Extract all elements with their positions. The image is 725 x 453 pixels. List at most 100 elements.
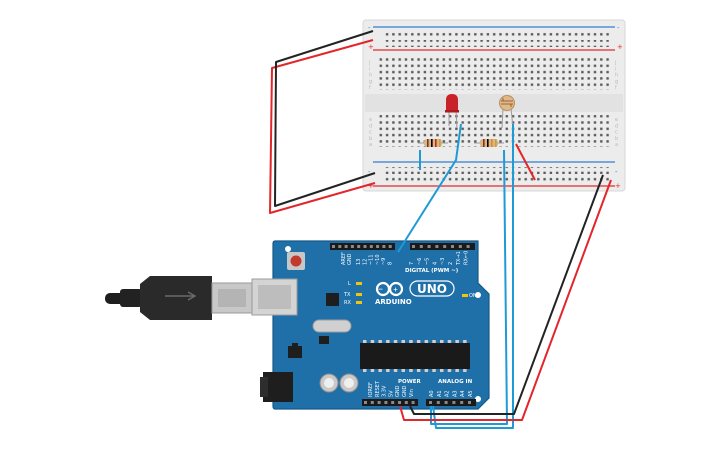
row-letter-i: i — [369, 66, 370, 72]
header-hole[interactable] — [370, 401, 374, 404]
black-wire-rail-left[interactable] — [274, 30, 376, 207]
ic-pin — [447, 369, 452, 372]
ic-pin — [432, 340, 436, 343]
header-hole[interactable] — [376, 245, 380, 248]
header-hole[interactable] — [452, 401, 456, 404]
header-hole[interactable] — [382, 245, 386, 248]
header-hole[interactable] — [429, 401, 432, 404]
power-header — [362, 399, 418, 406]
digital-pin-label: ~10 — [375, 254, 381, 265]
resistor-2-band-4 — [495, 139, 497, 147]
usb-plug-metal-inner — [218, 289, 246, 307]
resistor-2-band-2 — [487, 139, 489, 147]
row-letter-e: e — [615, 117, 618, 123]
ic-pin — [393, 369, 398, 372]
ic-pin — [370, 340, 375, 343]
top-rail-holes-1 — [383, 30, 609, 37]
row-letter-h: h — [615, 73, 618, 79]
photoresistor-leg-1 — [501, 107, 504, 129]
led-body — [446, 94, 458, 112]
digital-pin-label: 2 — [448, 262, 454, 265]
header-hole[interactable] — [357, 245, 361, 248]
analog-pin-label: A1 — [437, 390, 443, 397]
header-hole[interactable] — [444, 401, 448, 404]
digital-pin-label: ~11 — [369, 254, 375, 265]
voltage-regulator — [288, 346, 302, 358]
rx-label: RX — [344, 300, 351, 306]
l-label: L — [348, 281, 351, 287]
header-hole[interactable] — [338, 245, 342, 248]
header-hole[interactable] — [363, 245, 367, 248]
header-hole[interactable] — [404, 401, 408, 404]
analog-pin-label: A3 — [452, 390, 458, 397]
atmega-pins — [363, 340, 467, 372]
ic-pin — [363, 340, 367, 343]
header-hole[interactable] — [443, 245, 447, 248]
resistor-1-band-1 — [427, 139, 429, 147]
header-hole[interactable] — [419, 245, 423, 248]
header-hole[interactable] — [384, 401, 388, 404]
header-hole[interactable] — [344, 245, 348, 248]
bottom-right-minus-sign: - — [615, 168, 618, 176]
header-hole[interactable] — [398, 401, 401, 404]
row-letter-b: b — [615, 136, 618, 142]
header-hole[interactable] — [458, 245, 462, 248]
header-hole[interactable] — [350, 245, 354, 248]
ic-pin — [416, 340, 421, 343]
header-hole[interactable] — [391, 401, 395, 404]
led-rim — [445, 110, 459, 113]
header-hole[interactable] — [364, 401, 367, 404]
header-hole[interactable] — [466, 245, 470, 248]
red-jumper-to-5v-rail[interactable] — [515, 143, 536, 181]
led-leg-2 — [455, 109, 458, 129]
header-hole[interactable] — [412, 245, 415, 248]
header-hole[interactable] — [369, 245, 373, 248]
digital-pin-label: ~3 — [440, 258, 446, 265]
tx-led — [356, 293, 362, 296]
power-section-label: POWER — [398, 379, 422, 385]
header-hole[interactable] — [377, 401, 381, 404]
row-letter-j: j — [368, 60, 370, 66]
blue-wire-ldr-to-a0[interactable] — [432, 124, 514, 429]
ic-pin — [409, 369, 413, 372]
red-wire-5v-to-rail[interactable] — [399, 179, 612, 421]
header-hole[interactable] — [460, 401, 464, 404]
header-hole[interactable] — [451, 245, 454, 248]
power-jack-tip — [260, 377, 268, 397]
header-hole[interactable] — [411, 401, 415, 404]
resistor-2-band-1 — [483, 139, 485, 147]
resistor-2[interactable] — [474, 139, 504, 147]
ic-pin — [440, 340, 444, 343]
header-hole[interactable] — [436, 401, 440, 404]
row-letter-f: f — [615, 85, 617, 91]
arduino-logo: − + — [375, 281, 404, 297]
center-channel — [365, 94, 623, 112]
header-hole[interactable] — [435, 245, 439, 248]
header-hole[interactable] — [388, 245, 392, 248]
logo-loop-right — [388, 281, 404, 297]
usb-cable[interactable] — [105, 276, 253, 320]
logo-minus-sign: − — [378, 286, 383, 293]
header-hole[interactable] — [427, 245, 431, 248]
row-letter-g: g — [615, 79, 618, 85]
uno-text: UNO — [417, 282, 447, 296]
photoresistor[interactable] — [499, 95, 515, 129]
blue-wire-led-to-pin9[interactable] — [397, 123, 462, 253]
black-wire-gnd-to-rail[interactable] — [409, 174, 604, 415]
ic-pin — [416, 369, 421, 372]
top-right-plus-sign: + — [617, 43, 623, 51]
red-wire-rail-left[interactable] — [269, 39, 376, 214]
resistor-1[interactable] — [418, 139, 448, 147]
digital-pin-label: RX←0 — [464, 251, 470, 265]
led[interactable] — [445, 94, 459, 129]
header-hole[interactable] — [332, 245, 335, 248]
header-hole[interactable] — [468, 401, 471, 404]
photoresistor-body — [499, 95, 515, 111]
usb-port-inner — [258, 285, 291, 309]
bottom-left-plus-sign: + — [368, 182, 374, 190]
reset-button[interactable] — [290, 255, 302, 267]
resistor-1-band-3 — [435, 139, 437, 147]
